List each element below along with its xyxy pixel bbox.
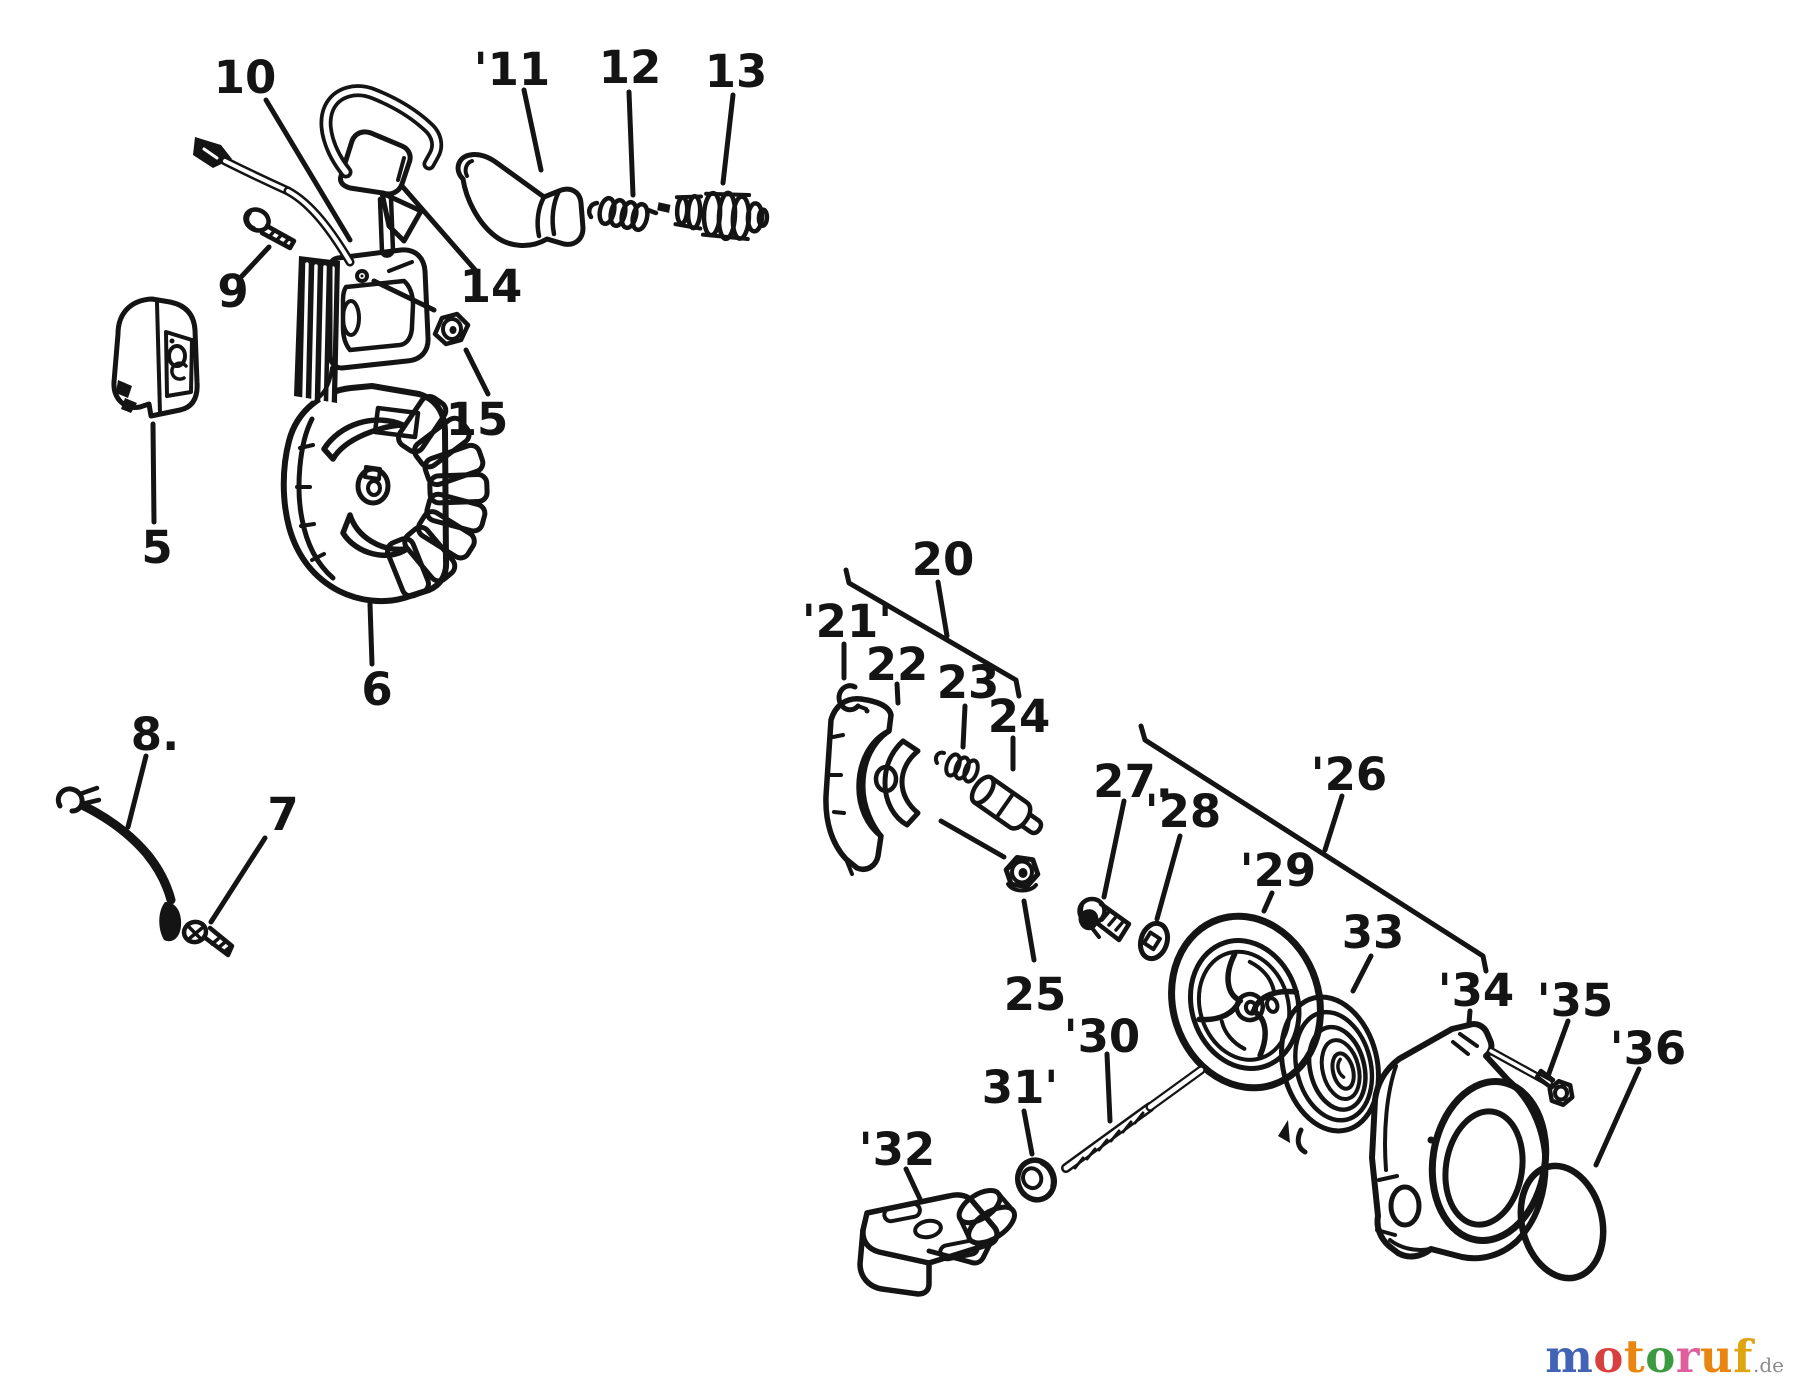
spark-plug-cap-part11-drawing [455, 152, 586, 248]
part-label-7: 7 [267, 788, 298, 841]
part-label-21: '21' [802, 595, 892, 648]
part-label-8: 8. [131, 708, 179, 761]
part-label-27: 27. [1093, 755, 1173, 808]
starter-housing-part34-drawing [1369, 1021, 1553, 1262]
pawl-part24-drawing [969, 774, 1044, 836]
part-label-6: 6 [361, 663, 392, 716]
pawl-spring-part23-drawing [933, 750, 980, 784]
motoruf-logo[interactable]: motoruf.de [1545, 1334, 1784, 1379]
bolt-part35-drawing [1534, 1068, 1575, 1108]
part-label-25: 25 [1004, 968, 1067, 1021]
nut-part15-drawing [432, 311, 471, 347]
bolt-part7-drawing [181, 919, 235, 958]
part-label-24: 24 [988, 690, 1051, 743]
logo-letter: r [1675, 1330, 1700, 1383]
logo-suffix: .de [1753, 1353, 1784, 1377]
part-label-15: 15 [446, 393, 509, 446]
logo-letter: m [1545, 1330, 1594, 1383]
part-label-32: '32 [859, 1123, 935, 1176]
part-label-20: 20 [912, 533, 975, 586]
assembly-bracket-26 [1138, 723, 1489, 974]
part-label-12: 12 [599, 41, 662, 94]
part-label-29: '29 [1240, 844, 1316, 897]
part-label-34: '34 [1438, 964, 1514, 1017]
part-label-5: 5 [141, 521, 172, 574]
part-label-22: 22 [866, 638, 929, 691]
flywheel-part6-drawing [280, 383, 490, 605]
logo-letter: f [1733, 1330, 1753, 1383]
part-label-30: '30 [1064, 1010, 1140, 1063]
washer-part28-drawing [1137, 920, 1171, 962]
ground-wire-part8-drawing [55, 785, 182, 942]
leader-lines [125, 87, 1642, 1202]
logo-letter: o [1645, 1330, 1676, 1383]
o-ring-part36-drawing [1517, 1162, 1607, 1282]
part-label-26: '26 [1311, 748, 1387, 801]
part-label-28: '28 [1145, 785, 1221, 838]
callout-labels: 5 6 7 8. 9 10 '11 12 13 14 15 20 '21' 22… [131, 41, 1686, 1176]
logo-letter: u [1699, 1330, 1734, 1383]
part-label-14: 14 [460, 260, 523, 313]
nut-part25-drawing [1003, 855, 1041, 893]
part-label-35: '35 [1537, 974, 1613, 1027]
pawl-plate-part22-drawing [823, 696, 921, 876]
part-label-10: 10 [214, 51, 277, 104]
part-label-11: '11 [474, 43, 550, 96]
ink-mark [1078, 909, 1101, 939]
ignition-module-part5-drawing [111, 296, 200, 419]
starter-grip-part32-drawing [857, 1188, 1017, 1297]
part-label-9: 9 [217, 265, 248, 318]
spark-plug-part13-drawing [657, 190, 770, 242]
bushing-part31-drawing [1015, 1157, 1057, 1203]
part-label-31: 31' [982, 1061, 1058, 1114]
part-label-23: 23 [937, 656, 1000, 709]
recoil-spring-part33-drawing [1278, 994, 1381, 1155]
starter-rope-part30-drawing [1061, 1065, 1206, 1173]
part-label-36: '36 [1610, 1022, 1686, 1075]
circlip-part21-drawing [836, 683, 868, 713]
logo-word: motoruf [1545, 1330, 1753, 1383]
ignition-coil-part10-14-drawing [193, 84, 444, 403]
rope-pulley-part29-drawing [1168, 912, 1324, 1092]
part-label-33: 33 [1342, 906, 1405, 959]
part-label-13: 13 [705, 45, 768, 98]
assembly-bracket-20 [843, 567, 1022, 699]
logo-letter: o [1593, 1330, 1624, 1383]
spring-part12-drawing [587, 195, 659, 233]
screw-part9-drawing [243, 207, 297, 251]
logo-letter: t [1623, 1330, 1646, 1383]
